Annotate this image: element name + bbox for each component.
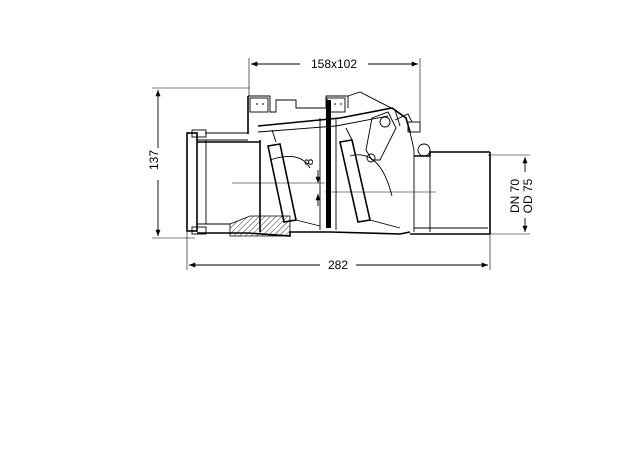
offset-label: 8 <box>302 158 316 165</box>
width-label: 158x102 <box>311 57 357 71</box>
outlet-pipe <box>410 151 491 235</box>
valve-body <box>247 91 431 237</box>
dimension-offset: 8 <box>232 158 436 206</box>
od-label: OD 75 <box>521 178 535 213</box>
height-label: 137 <box>147 150 161 170</box>
length-label: 282 <box>328 258 348 272</box>
dimension-left-height: 137 <box>147 87 250 239</box>
dimension-right-diameter: DN 70 OD 75 <box>488 154 535 235</box>
dimension-top-width: 158x102 <box>248 57 421 126</box>
dimension-bottom-length: 282 <box>186 232 491 272</box>
dn-label: DN 70 <box>508 179 522 213</box>
